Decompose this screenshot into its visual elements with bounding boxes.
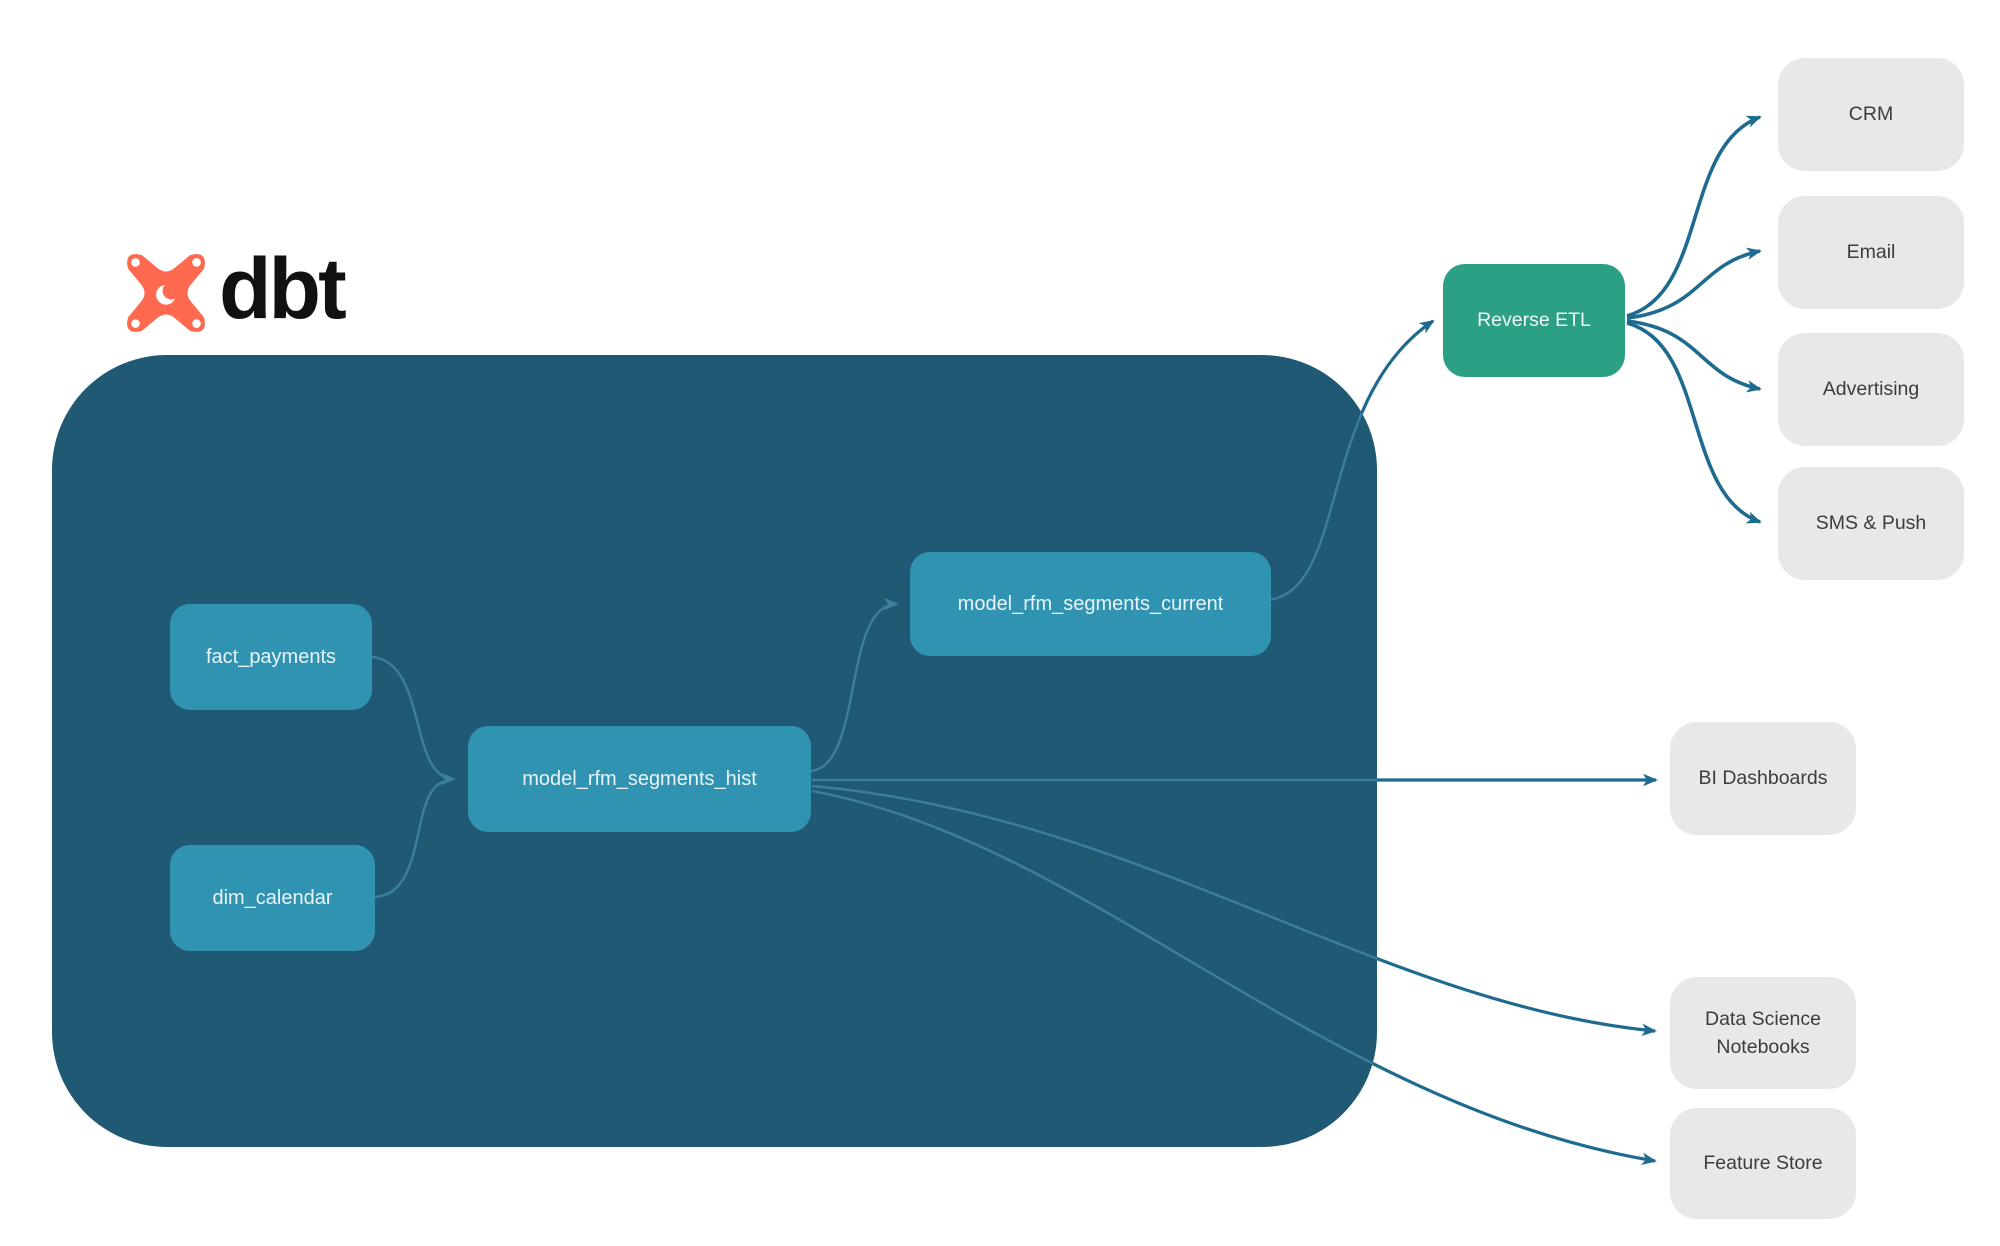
dbt-star-icon: [127, 254, 205, 332]
fanout-edges: [1626, 115, 1762, 524]
edge-retl-to-crm: [1626, 115, 1762, 318]
node-label: fact_payments: [205, 645, 337, 668]
node-data-science-notebooks[interactable]: Data Science Notebooks: [1670, 977, 1856, 1089]
node-email[interactable]: Email: [1778, 196, 1964, 309]
node-fact-payments[interactable]: fact_payments: [170, 604, 372, 710]
edge-retl-to-sms: [1626, 321, 1762, 524]
node-label: CRM: [1848, 103, 1894, 126]
edge-current-to-retl: [1268, 319, 1435, 602]
node-sms-push[interactable]: SMS & Push: [1778, 467, 1964, 580]
edge-retl-to-email: [1626, 247, 1762, 320]
node-label: Email: [1846, 241, 1896, 264]
node-advertising[interactable]: Advertising: [1778, 333, 1964, 446]
node-crm[interactable]: CRM: [1778, 58, 1964, 171]
outgoing-edges: [811, 319, 1658, 1165]
node-model-rfm-segments-hist[interactable]: model_rfm_segments_hist: [468, 726, 811, 832]
node-model-rfm-segments-current[interactable]: model_rfm_segments_current: [910, 552, 1271, 656]
edge-hist-to-ds: [811, 784, 1657, 1036]
node-label: model_rfm_segments_current: [957, 592, 1224, 615]
node-label: dim_calendar: [212, 886, 333, 909]
node-reverse-etl[interactable]: Reverse ETL: [1443, 264, 1625, 377]
node-dim-calendar[interactable]: dim_calendar: [170, 845, 375, 951]
node-feature-store[interactable]: Feature Store: [1670, 1108, 1856, 1219]
node-label: Reverse ETL: [1477, 309, 1591, 332]
edge-fact-to-hist: [370, 655, 456, 786]
node-label: SMS & Push: [1815, 512, 1927, 535]
edge-dim-to-hist: [374, 779, 449, 899]
edge-hist-to-current: [810, 597, 899, 773]
dbt-logo-text: dbt: [219, 241, 347, 337]
edge-hist-to-fs: [811, 789, 1657, 1165]
node-label: Data Science Notebooks: [1705, 1007, 1821, 1058]
node-bi-dashboards[interactable]: BI Dashboards: [1670, 722, 1856, 835]
dbt-logo: dbt: [123, 246, 347, 336]
node-label: Advertising: [1822, 378, 1920, 401]
edge-retl-to-advertising: [1626, 319, 1762, 393]
node-label: model_rfm_segments_hist: [522, 767, 757, 790]
node-label: BI Dashboards: [1698, 767, 1828, 790]
node-label: Feature Store: [1703, 1152, 1823, 1175]
